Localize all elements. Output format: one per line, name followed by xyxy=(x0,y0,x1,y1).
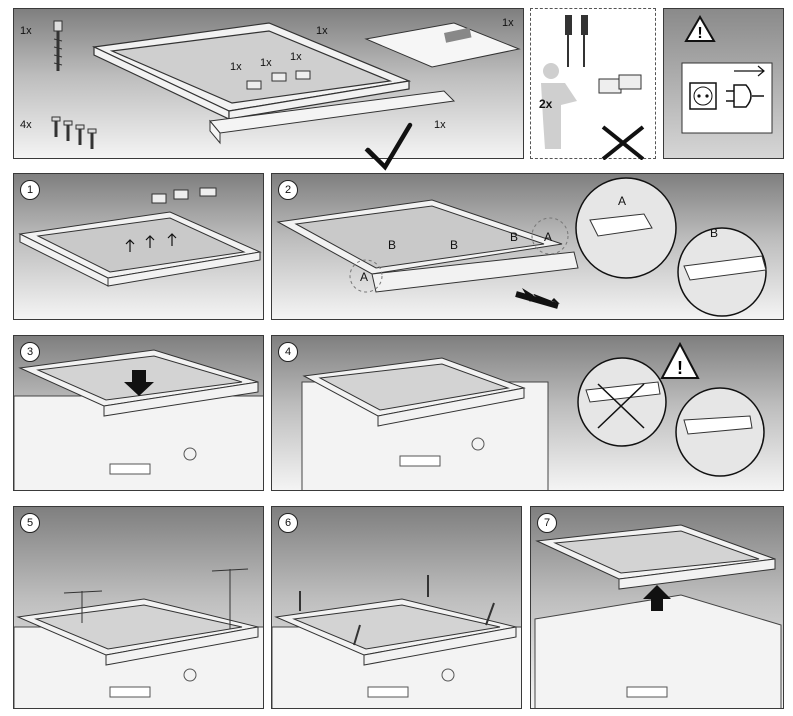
step-3-illustration xyxy=(14,349,263,490)
marker-a: A xyxy=(544,230,553,244)
qty-manual: 1x xyxy=(502,17,514,29)
arrow-right-icon xyxy=(734,65,765,77)
step-1-illustration xyxy=(18,187,262,287)
callout-label-a: A xyxy=(618,194,627,208)
step-3-panel: 3 xyxy=(13,335,264,491)
parts-panel: 1x 4x 1x 1x 1x 1x 1x 1x xyxy=(13,8,524,159)
step-number: 1 xyxy=(20,180,40,200)
step-4-illustration: ! xyxy=(301,341,765,490)
step-7-panel: 7 xyxy=(530,506,784,709)
no-tools-panel: 2x xyxy=(530,8,656,161)
cross-icon xyxy=(597,383,645,429)
step-number: 2 xyxy=(278,180,298,200)
manual-sheet xyxy=(364,22,521,68)
step-6-illustration xyxy=(272,575,521,708)
power-socket-icon xyxy=(689,82,717,110)
two-person-illustration xyxy=(541,15,645,161)
step-number: 3 xyxy=(20,342,40,362)
step-2-illustration xyxy=(276,177,767,317)
qty-screw: 1x xyxy=(20,25,32,37)
stacking-frame xyxy=(91,22,412,120)
plug-icon xyxy=(726,84,764,108)
step-number: 6 xyxy=(278,513,298,533)
warning-icon: ! xyxy=(660,341,700,379)
check-overlay xyxy=(365,122,413,171)
clip-parts xyxy=(246,70,311,90)
screw-icon xyxy=(299,575,495,646)
long-screw-icon xyxy=(53,20,63,71)
marker-a: A xyxy=(360,270,369,284)
step-number: 7 xyxy=(537,513,557,533)
step-1-panel: 1 xyxy=(13,173,264,320)
cross-icon xyxy=(601,125,645,161)
qty-clip-a: 1x xyxy=(230,61,242,73)
step-number: 5 xyxy=(20,513,40,533)
step-4-panel: ! 4 xyxy=(271,335,784,491)
step-6-panel: 6 xyxy=(271,506,522,709)
qty-front-bar: 1x xyxy=(434,119,446,131)
box-icon xyxy=(598,74,642,94)
qty-small-screws: 4x xyxy=(20,119,32,131)
callout-right xyxy=(675,387,765,477)
marker-b: B xyxy=(388,238,397,252)
step-number: 4 xyxy=(278,342,298,362)
front-bar xyxy=(209,90,456,145)
parts-illustration xyxy=(51,20,521,158)
arrow-up-icon xyxy=(643,585,671,611)
marker-b: B xyxy=(510,230,519,244)
qty-persons: 2x xyxy=(539,97,553,111)
callout-label-b: B xyxy=(710,226,719,240)
step-7-illustration xyxy=(534,524,782,708)
screwdriver-icon xyxy=(565,15,588,67)
callout-wrong xyxy=(577,357,667,447)
check-icon xyxy=(365,122,413,171)
arrow-down-icon xyxy=(124,370,154,396)
small-screws-icon xyxy=(51,116,97,149)
safety-illustration: ! xyxy=(681,15,773,134)
washer-body xyxy=(534,594,782,708)
person-icon xyxy=(541,63,577,149)
measure-icon xyxy=(63,568,249,629)
washer-body xyxy=(14,395,263,490)
svg-text:!: ! xyxy=(677,358,683,378)
svg-text:!: ! xyxy=(697,25,702,42)
qty-frame: 1x xyxy=(316,25,328,37)
qty-clip-c: 1x xyxy=(290,51,302,63)
step-2-panel: 2 B B B A A A B xyxy=(271,173,784,320)
qty-clip-b: 1x xyxy=(260,57,272,69)
arrow-up-icon xyxy=(125,233,177,252)
warning-icon: ! xyxy=(684,15,716,42)
safety-panel: ! xyxy=(663,8,784,159)
step-5-illustration xyxy=(14,568,263,708)
step-5-panel: 5 xyxy=(13,506,264,709)
marker-b: B xyxy=(450,238,459,252)
